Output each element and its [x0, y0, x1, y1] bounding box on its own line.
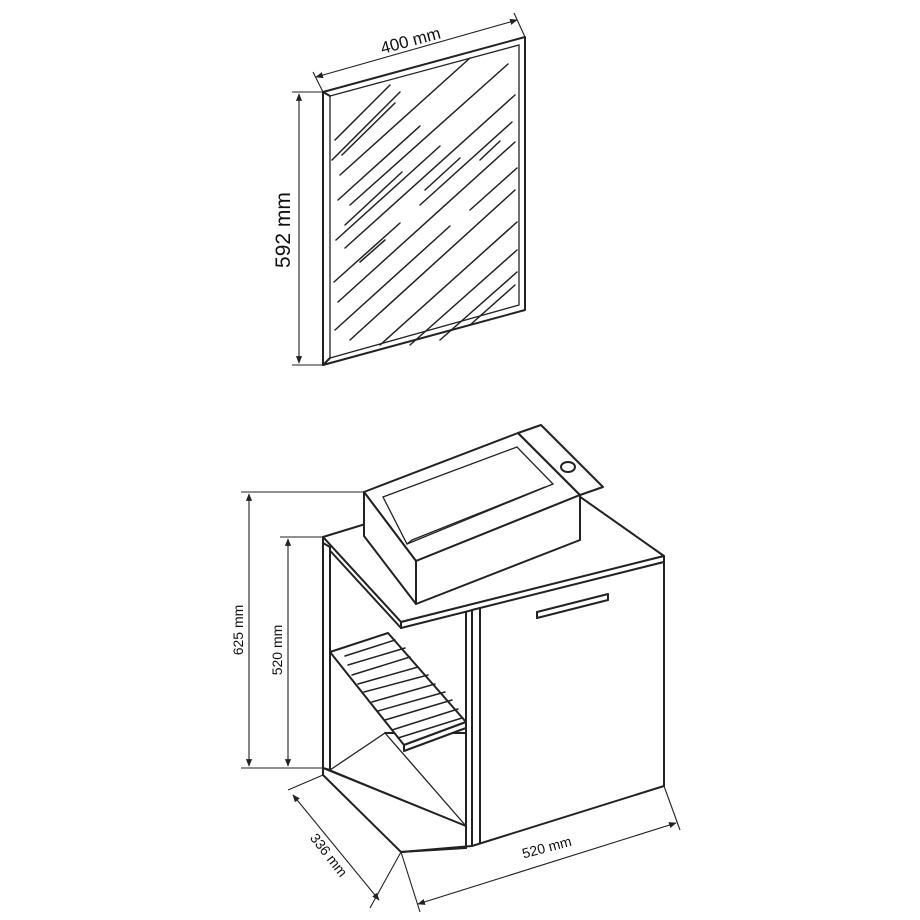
mirror	[322, 36, 526, 366]
mirror-height-dimension	[292, 91, 323, 366]
mirror-width-label: 400 mm	[378, 24, 442, 58]
door-handle	[536, 593, 609, 619]
body-height-dimension	[280, 536, 323, 769]
basin	[363, 424, 604, 605]
depth-label: 336 mm	[307, 830, 351, 880]
depth-dimension	[287, 774, 402, 909]
mirror-reflection-hatching	[331, 57, 518, 346]
total-height-label: 625 mm	[230, 605, 246, 656]
width-label: 520 mm	[520, 833, 573, 862]
left-side-panel	[322, 542, 331, 771]
mirror-height-label: 592 mm	[272, 192, 295, 268]
width-dimension	[400, 785, 681, 913]
body-height-label: 520 mm	[269, 625, 285, 676]
mirror-width-dimension	[312, 12, 526, 93]
tap-hole	[560, 461, 576, 473]
shelf-reflection-hatching	[344, 639, 463, 739]
vanity-cabinet	[322, 424, 665, 853]
bottom-panel	[322, 767, 467, 853]
